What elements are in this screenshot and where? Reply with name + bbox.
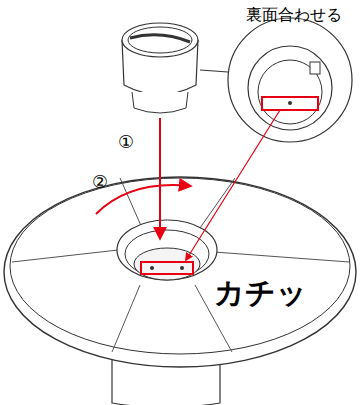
- part-back-outer: [248, 46, 332, 130]
- hub-red-frame: [141, 262, 193, 274]
- callout-leader: [200, 70, 228, 72]
- cap-top: [122, 23, 198, 57]
- rotate-arrow: [96, 185, 190, 214]
- alignment-line: [186, 110, 280, 260]
- hub-hole: [180, 266, 184, 270]
- instruction-note: 裏面合わせる: [246, 6, 342, 24]
- part-back-hole: [288, 101, 292, 105]
- part-back-inner: [258, 60, 322, 124]
- part-back-tab: [310, 62, 320, 74]
- hub-outer: [117, 220, 217, 280]
- base-disc-top: [10, 178, 350, 354]
- cap-grip: [130, 35, 190, 42]
- callout-circle: [228, 18, 352, 142]
- base-disc-rim: [4, 177, 356, 367]
- disc-dividers: [12, 178, 349, 352]
- cap-neck: [132, 92, 188, 113]
- insert-arrow: [159, 118, 161, 238]
- sound-effect: カチッ: [214, 276, 307, 309]
- callout-number: ②: [92, 172, 108, 192]
- callout-red-frame: [262, 97, 318, 110]
- hub-hole: [150, 266, 154, 270]
- callout-number: ①: [118, 132, 134, 152]
- cap-top-inner: [128, 27, 192, 53]
